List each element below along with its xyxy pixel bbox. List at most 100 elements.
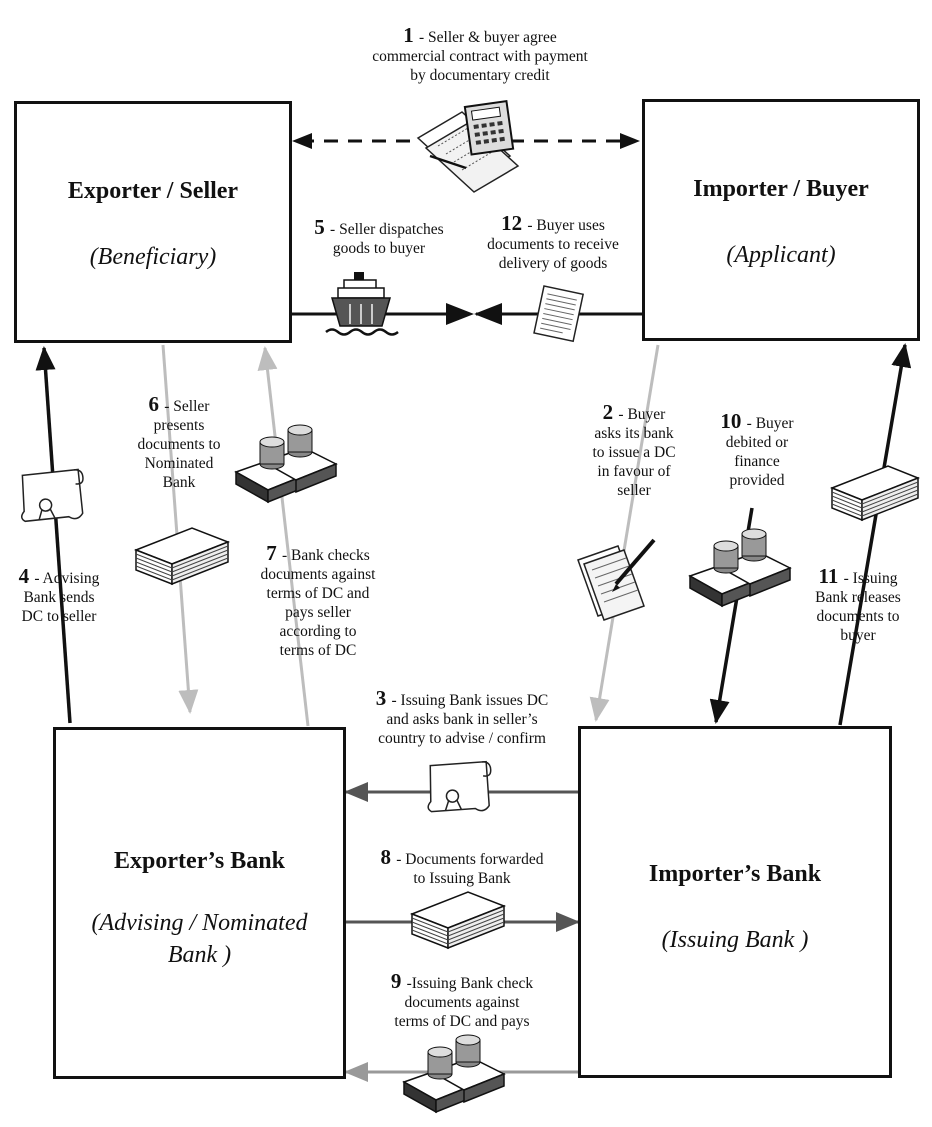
importer-box: Importer / Buyer (Applicant) xyxy=(642,99,920,341)
exporter-subtitle: (Beneficiary) xyxy=(89,244,217,270)
step-text: - Seller xyxy=(164,398,210,415)
arrow-step-11 xyxy=(838,343,912,726)
step-12-label: 12 - Buyer uses documents to receive deliv… xyxy=(458,211,648,273)
step-heading: 7 - Bank checks xyxy=(238,543,398,565)
arrow-step-7 xyxy=(257,346,310,727)
step-heading: 6 - Seller xyxy=(118,392,240,416)
importer-title: Importer / Buyer xyxy=(693,176,869,202)
step-heading: 1 - Seller & buyer agree xyxy=(330,23,630,47)
step-text: - Documents forwarded xyxy=(396,851,544,868)
scroll-icon xyxy=(427,760,492,813)
step-number: 3 xyxy=(375,686,392,710)
step-text-line: country to advise / confirm xyxy=(378,730,546,747)
document-icon xyxy=(533,285,585,343)
step-heading: 11 - Issuing xyxy=(796,564,920,588)
step-heading: 3 - Issuing Bank issues DC xyxy=(346,686,578,710)
exporter-bank-box: Exporter’s Bank (Advising / Nominated Ba… xyxy=(53,727,346,1079)
money-icon xyxy=(688,528,792,608)
step-number: 1 xyxy=(403,23,420,47)
step-text: - Bank checks xyxy=(281,547,370,564)
step-text-line: DC to seller xyxy=(21,608,97,625)
step-text: - Seller & buyer agree xyxy=(419,29,557,46)
step-text-line: in favour of xyxy=(597,463,671,480)
arrow-step-4 xyxy=(35,346,72,724)
step-text-line: presents xyxy=(153,417,205,434)
importer-bank-box: Importer’s Bank (Issuing Bank ) xyxy=(578,726,892,1078)
exporter-title: Exporter / Seller xyxy=(67,178,239,204)
step-text-line: to issue a DC xyxy=(592,444,676,461)
step-text-line: goods to buyer xyxy=(332,240,426,257)
exporter-bank-subtitle-line1: (Advising / Nominated xyxy=(91,910,308,936)
arrow-step-2 xyxy=(589,344,660,722)
step-text-line: Nominated xyxy=(144,455,214,472)
step-heading: 5 - Seller dispatches xyxy=(294,215,464,239)
step-text-line: pays seller xyxy=(285,604,351,621)
step-text-line: asks its bank xyxy=(594,425,674,442)
step-text: - Seller dispatches xyxy=(330,221,444,238)
step-text-line: documents to xyxy=(137,436,221,453)
money-icon xyxy=(402,1034,506,1114)
document-stack-icon xyxy=(829,465,921,522)
step-text-line: seller xyxy=(617,482,651,499)
step-heading: 9 -Issuing Bank check xyxy=(350,969,574,993)
step-number: 11 xyxy=(818,564,844,588)
step-text: - Buyer uses xyxy=(527,217,605,234)
step-text-line: documents to receive xyxy=(487,236,619,253)
step-text-line: debited or xyxy=(725,434,789,451)
money-icon xyxy=(234,424,338,504)
step-text: -Issuing Bank check xyxy=(406,975,534,992)
importer-bank-title: Importer’s Bank xyxy=(648,861,822,887)
arrow-step-1 xyxy=(292,133,640,149)
exporter-bank-subtitle-line2: Bank ) xyxy=(167,942,232,968)
arrow-step-6 xyxy=(161,344,199,714)
step-text: - Buyer xyxy=(618,406,666,423)
step-text-line: Bank sends xyxy=(23,589,95,606)
step-text-line: commercial contract with payment xyxy=(372,48,588,65)
scroll-icon xyxy=(21,468,84,523)
step-heading: 10 - Buyer xyxy=(702,409,812,433)
step-heading: 2 - Buyer xyxy=(576,400,692,424)
document-stack-icon xyxy=(133,527,231,586)
step-text-line: documents against xyxy=(404,994,520,1011)
step-text: - Issuing xyxy=(843,570,898,587)
exporter-bank-title: Exporter’s Bank xyxy=(114,848,285,874)
step-number: 8 xyxy=(380,845,397,869)
step-text-line: provided xyxy=(729,472,785,489)
step-number: 2 xyxy=(602,400,619,424)
step-number: 5 xyxy=(314,215,331,239)
step-text-line: buyer xyxy=(840,627,876,644)
step-text-line: delivery of goods xyxy=(498,255,608,272)
step-text-line: Bank xyxy=(162,474,196,491)
exporter-box: Exporter / Seller (Beneficiary) xyxy=(14,101,292,343)
step-text-line: terms of DC and xyxy=(266,585,370,602)
step-text-line: according to xyxy=(279,623,357,640)
step-text-line: finance xyxy=(734,453,780,470)
step-text-line: documents against xyxy=(260,566,376,583)
importer-subtitle: (Applicant) xyxy=(726,242,836,268)
step-heading: 4 - Advising xyxy=(4,566,114,588)
step-text-line: by documentary credit xyxy=(410,67,550,84)
step-text: - Issuing Bank issues DC xyxy=(391,692,549,709)
step-text-line: to Issuing Bank xyxy=(413,870,511,887)
step-number: 6 xyxy=(148,392,165,416)
contract-calculator-icon xyxy=(416,100,520,193)
step-text: - Buyer xyxy=(746,415,794,432)
step-heading: 8 - Documents forwarded xyxy=(350,845,574,869)
step-number: 12 xyxy=(501,211,528,235)
step-text: - Advising xyxy=(34,570,100,587)
pen-contract-icon xyxy=(577,538,656,621)
step-number: 9 xyxy=(390,969,407,993)
step-text-line: documents to xyxy=(816,608,900,625)
step-text-line: terms of DC and pays xyxy=(394,1013,530,1030)
step-number: 10 xyxy=(720,409,747,433)
